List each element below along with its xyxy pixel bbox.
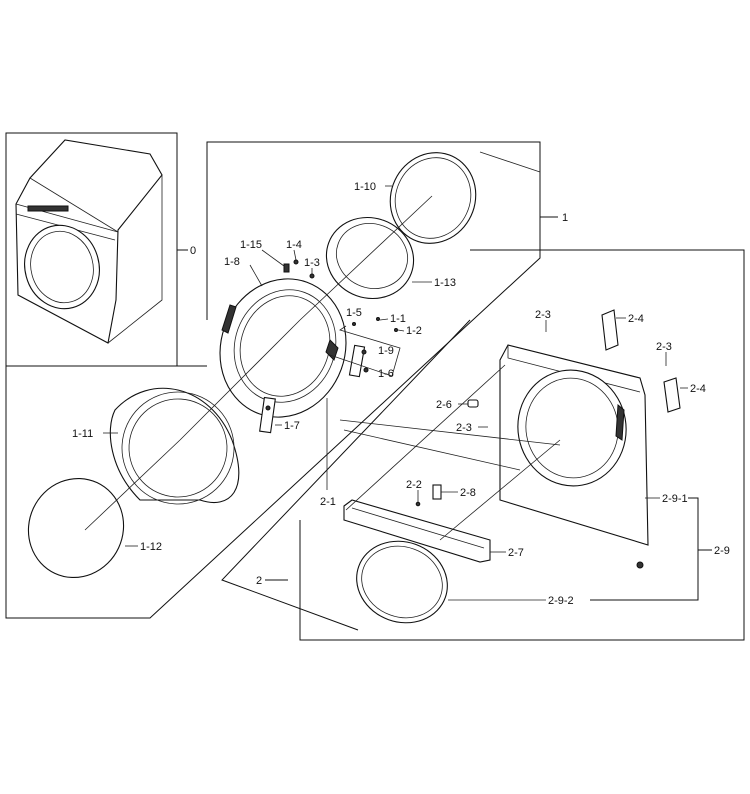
label-2-4-top: 2-4 xyxy=(628,313,644,325)
label-2-2: 2-2 xyxy=(406,479,422,491)
hinge-parts: 1-5 1-1 1-2 1-9 1-6 xyxy=(329,307,422,380)
label-1-6: 1-6 xyxy=(378,368,394,380)
label-0: 0 xyxy=(190,245,196,257)
gasket-ring-1-10: 1-10 xyxy=(354,152,477,244)
hinge-screws: 1-15 1-4 1-3 xyxy=(240,239,320,279)
label-1-10: 1-10 xyxy=(354,181,376,193)
parts-2-2-2-8: 2-2 2-8 xyxy=(406,479,476,507)
screw-2-1: 2-1 xyxy=(320,398,336,508)
glass-1-12: 1-12 xyxy=(27,477,162,579)
label-1-2: 1-2 xyxy=(406,325,422,337)
label-2-7: 2-7 xyxy=(508,547,524,559)
label-2-3-right: 2-3 xyxy=(656,341,672,353)
label-1-9: 1-9 xyxy=(378,345,394,357)
label-1-5: 1-5 xyxy=(346,307,362,319)
label-2-9-2: 2-9-2 xyxy=(548,595,574,607)
label-1-8: 1-8 xyxy=(224,256,240,268)
label-2-6: 2-6 xyxy=(436,399,452,411)
handle-2-7: 2-7 xyxy=(343,499,524,563)
label-1-3: 1-3 xyxy=(304,257,320,269)
label-2-8: 2-8 xyxy=(460,487,476,499)
label-2-3-top: 2-3 xyxy=(535,309,551,321)
front-panel-2-9-1: 2-9-1 xyxy=(499,344,688,569)
hinge-2-4-top: 2-4 xyxy=(601,309,644,351)
label-2-4-right: 2-4 xyxy=(690,383,706,395)
assembly-2-guides xyxy=(339,364,561,541)
label-1-7: 1-7 xyxy=(284,420,300,432)
label-1-15: 1-15 xyxy=(240,239,262,251)
label-1-11: 1-11 xyxy=(72,428,93,440)
screws-2-3: 2-3 2-3 2-3 xyxy=(456,309,672,434)
label-2-9: 2-9 xyxy=(714,545,730,557)
assembly-1-guides xyxy=(84,151,541,531)
label-1-1: 1-1 xyxy=(390,313,406,325)
door-frame-1-8: 1-8 xyxy=(219,256,347,418)
hinge-2-4-right: 2-4 xyxy=(663,377,706,413)
inner-glass-1-13: 1-13 xyxy=(325,216,456,300)
label-2-9-1: 2-9-1 xyxy=(662,493,688,505)
label-1: 1 xyxy=(562,212,568,224)
label-2: 2 xyxy=(256,575,262,587)
label-2-3-left: 2-3 xyxy=(456,422,472,434)
label-1-13: 1-13 xyxy=(434,277,456,289)
label-2-1: 2-1 xyxy=(320,496,336,508)
bracket-2-9: 2-9 xyxy=(590,497,730,601)
clip-2-6: 2-6 xyxy=(436,399,479,411)
dryer-cabinet-drawing xyxy=(15,139,163,344)
ring-2-9-2: 2-9-2 xyxy=(356,540,574,624)
assembly-2-boundary: 2 xyxy=(221,249,745,641)
assembly-1-boundary: 1 xyxy=(5,141,568,619)
assembly-0-group: 0 xyxy=(5,132,196,367)
label-1-4: 1-4 xyxy=(286,239,302,251)
label-1-12: 1-12 xyxy=(140,541,162,553)
latch-1-7: 1-7 xyxy=(259,396,300,434)
